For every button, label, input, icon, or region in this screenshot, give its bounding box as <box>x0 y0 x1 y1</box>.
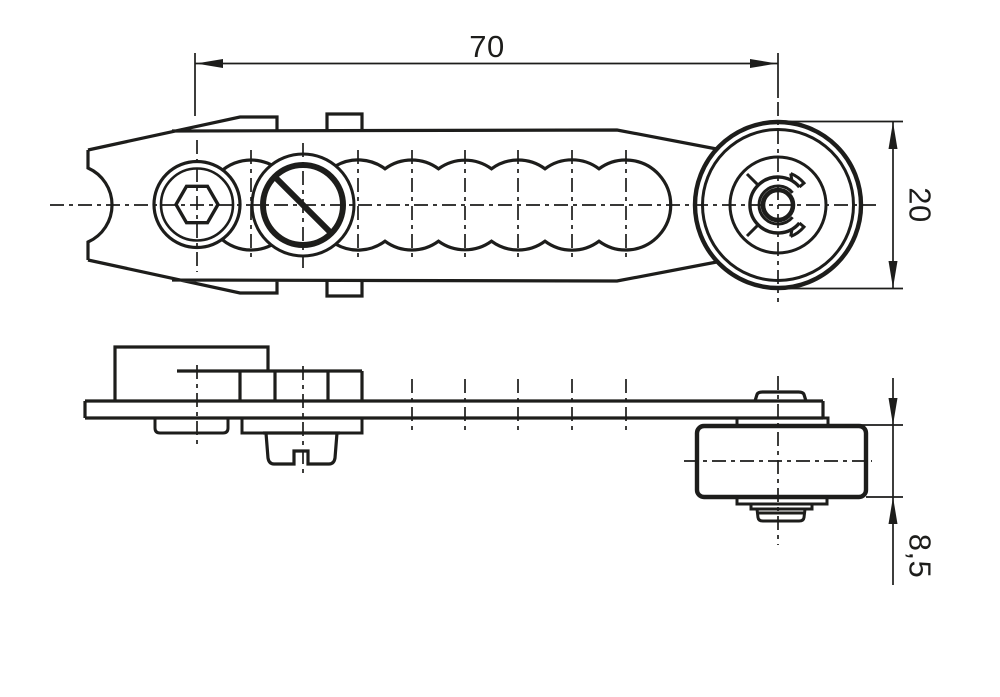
rivet-nut <box>755 507 807 523</box>
serrated-plates-side <box>177 369 364 401</box>
dim-20-arrow-top <box>888 122 898 149</box>
dimension-diameter-20: 20 <box>781 120 938 290</box>
clip-lug-bottom <box>789 221 807 238</box>
dim-85-label: 8,5 <box>903 534 938 579</box>
serrated-plate-tabs <box>325 112 364 298</box>
clip-lug-top <box>789 172 807 189</box>
centerline-serration-ticks-top <box>250 150 627 262</box>
nut-side <box>153 418 230 435</box>
dim-20-arrow-bottom <box>888 261 898 288</box>
clip-corner-ticks <box>745 172 760 238</box>
dim-70-arrow-right <box>750 59 777 68</box>
dim-20-label: 20 <box>903 187 938 222</box>
side-view <box>83 345 869 523</box>
clip-outer-arc <box>748 175 801 235</box>
washer-plate-side <box>240 418 364 435</box>
dim-85-arrow-bottom <box>888 497 898 524</box>
slotted-screw-side <box>263 431 340 466</box>
dimension-length-70: 70 <box>194 29 779 116</box>
dimension-width-8-5: 8,5 <box>845 378 938 585</box>
rivet-cap <box>753 390 808 402</box>
dim-70-arrow-left <box>196 59 223 68</box>
centerlines <box>50 102 878 545</box>
clamp-block-side <box>113 345 270 401</box>
centerline-serration-ticks-side <box>411 379 627 434</box>
dim-85-arrow-top <box>888 398 898 425</box>
roller-side <box>694 390 869 523</box>
lever-bar-side <box>83 399 825 420</box>
dim-70-label: 70 <box>469 29 504 64</box>
dim-70-lines <box>194 53 779 116</box>
lever-outline-lower <box>87 258 723 295</box>
lever-outline-upper <box>87 115 723 152</box>
dim-20-lines <box>781 120 903 290</box>
